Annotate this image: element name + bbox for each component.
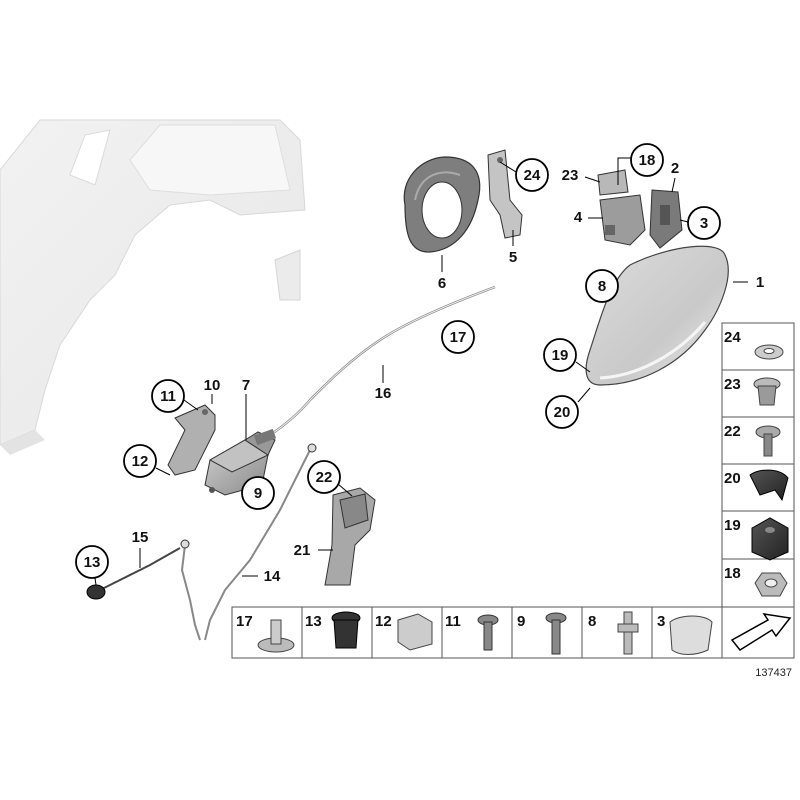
side-table-24: 24 — [724, 329, 741, 346]
callout-5: 5 — [509, 249, 517, 266]
callout-2: 2 — [671, 160, 679, 177]
side-parts-table: 24 23 22 20 19 18 — [721, 322, 795, 608]
bottom-table-3: 3 — [657, 613, 665, 630]
callouts: 24 23 18 2 3 4 6 5 1 8 17 16 — [75, 143, 764, 586]
callout-14: 14 — [264, 568, 281, 585]
callout-23: 23 — [562, 167, 579, 184]
callout-24: 24 — [524, 167, 541, 184]
callout-16: 16 — [375, 385, 392, 402]
callout-11: 11 — [160, 388, 176, 405]
callout-20: 20 — [554, 404, 571, 421]
bottom-table-12: 12 — [375, 613, 392, 630]
part-21-latch — [324, 487, 376, 586]
callout-9: 9 — [254, 485, 262, 502]
diagram-number: 137437 — [755, 667, 792, 679]
callout-4: 4 — [574, 209, 583, 226]
bottom-table-9: 9 — [517, 613, 525, 630]
side-table-20: 20 — [724, 470, 741, 487]
callout-7: 7 — [242, 377, 250, 394]
side-table-22: 22 — [724, 423, 741, 440]
part-1-fuel-flap — [585, 245, 729, 386]
side-table-23: 23 — [724, 376, 741, 393]
fender-panel — [0, 119, 306, 455]
callout-19: 19 — [552, 347, 569, 364]
callout-6: 6 — [438, 275, 446, 292]
bottom-table-11: 11 — [445, 613, 461, 630]
part-5-bracket — [487, 149, 523, 239]
callout-18: 18 — [639, 152, 656, 169]
callout-10: 10 — [204, 377, 221, 394]
part-9-actuator — [204, 428, 277, 496]
callout-21: 21 — [294, 542, 311, 559]
part-14-release-cable — [86, 443, 317, 641]
callout-12: 12 — [132, 453, 149, 470]
callout-17: 17 — [450, 329, 467, 346]
part-6-housing — [403, 156, 481, 253]
bottom-table-8: 8 — [588, 613, 596, 630]
arrow-icon — [730, 612, 792, 651]
callout-8: 8 — [598, 278, 606, 295]
part-16-cable — [269, 285, 496, 437]
side-table-19: 19 — [724, 517, 741, 534]
hinge-assembly — [597, 169, 683, 249]
bottom-table-17: 17 — [236, 613, 253, 630]
callout-3: 3 — [700, 215, 708, 232]
side-table-18: 18 — [724, 565, 741, 582]
bottom-parts-table: 17 13 12 11 9 8 3 — [231, 606, 795, 659]
callout-22: 22 — [316, 469, 333, 486]
bottom-table-13: 13 — [305, 613, 322, 630]
callout-15: 15 — [132, 529, 149, 546]
part-12-bracket — [167, 404, 216, 476]
callout-13: 13 — [84, 554, 101, 571]
callout-1: 1 — [756, 274, 764, 291]
